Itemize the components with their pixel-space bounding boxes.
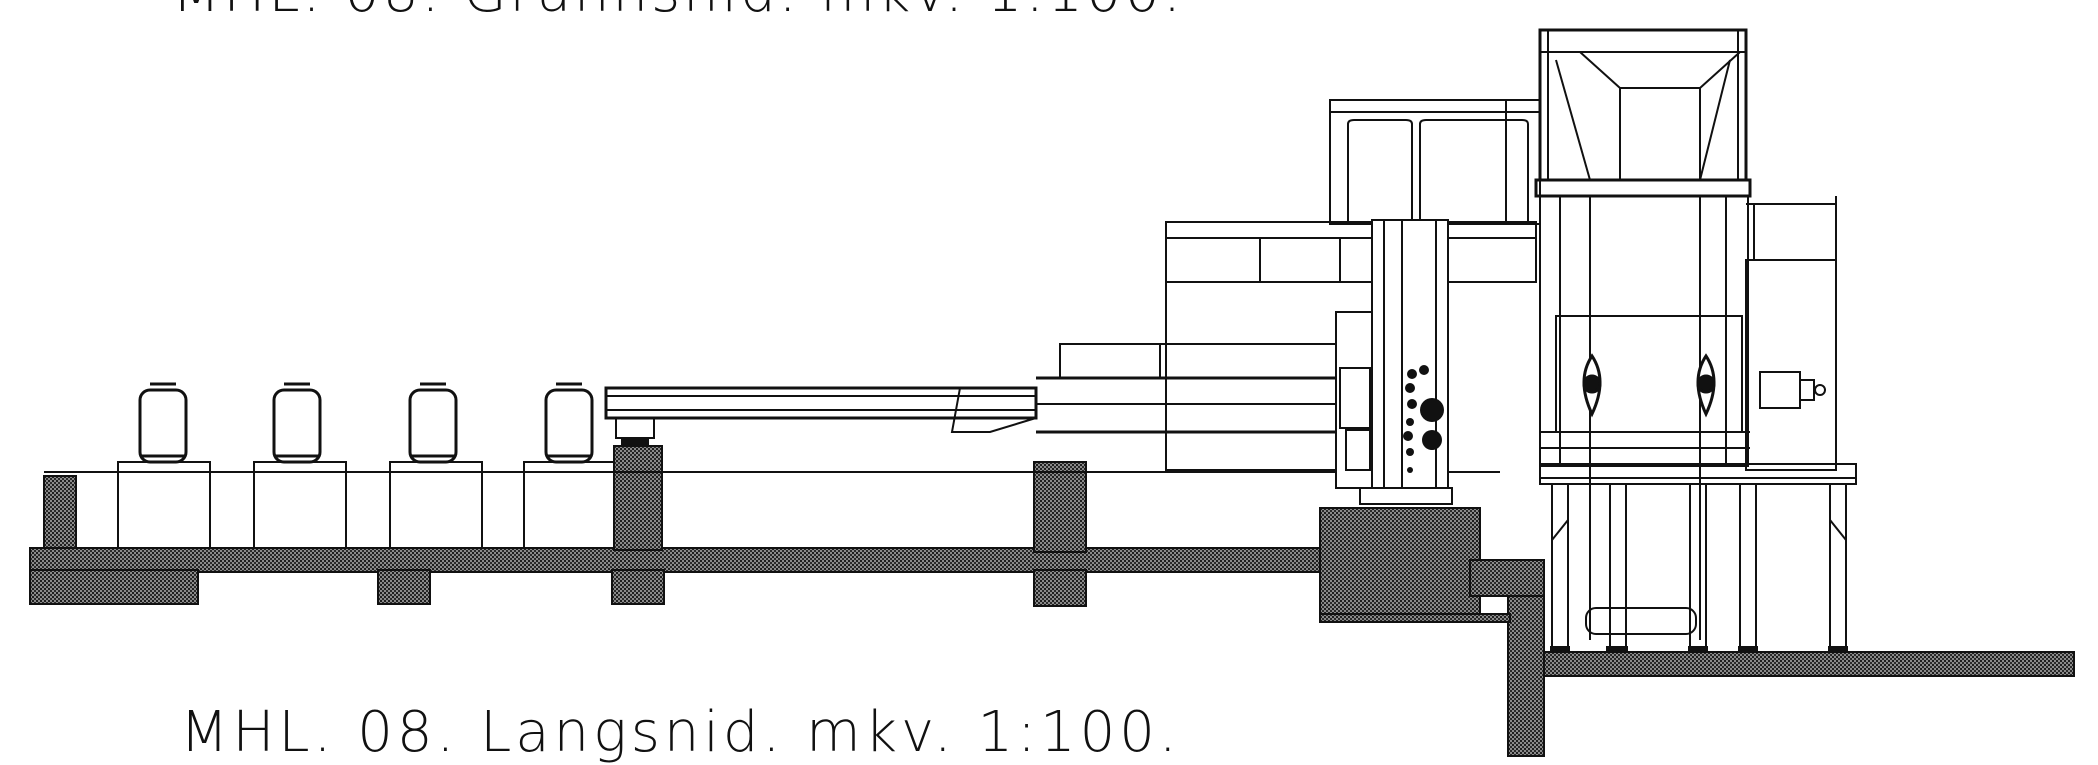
- bottle-1: [138, 382, 188, 464]
- top-caption: MHL. 08. Grunnsnid. mkv. 1:100.: [172, 0, 1184, 25]
- foundation-right-slab: [1543, 651, 2075, 677]
- foundation-pier-right: [1033, 461, 1087, 553]
- plinth-2: [253, 461, 347, 549]
- press-legs: [1550, 483, 1848, 652]
- foundation-step: [1469, 559, 1545, 597]
- foundation-pier-left: [613, 445, 663, 551]
- foundation-footing-3: [611, 569, 665, 605]
- bottle-3: [408, 382, 458, 464]
- foundation-deep-wall: [1507, 589, 1545, 757]
- foundation: [29, 445, 2075, 757]
- bottom-caption: MHL. 08. Langsnid. mkv. 1:100.: [180, 700, 1181, 765]
- floor-plinths: [44, 461, 1500, 549]
- plinth-1: [117, 461, 211, 549]
- foundation-slab: [29, 547, 1331, 573]
- central-column: [1335, 219, 1453, 505]
- foundation-footing-1: [29, 569, 199, 605]
- bottle-4: [544, 382, 594, 464]
- gas-bottles: [138, 382, 594, 464]
- operator-cabin: [1329, 99, 1541, 225]
- horizontal-ram: [604, 343, 1340, 445]
- foundation-block-base: [1319, 613, 1511, 623]
- foundation-press-block: [1319, 507, 1481, 621]
- press-frame: [1534, 28, 1857, 640]
- foundation-footing-2: [377, 569, 431, 605]
- foundation-footing-4: [1033, 569, 1087, 607]
- bottle-2: [272, 382, 322, 464]
- foundation-left-wall: [43, 475, 77, 552]
- press-dies: [1582, 353, 1716, 418]
- plinth-4: [523, 461, 615, 549]
- plinth-3: [389, 461, 483, 549]
- railings: [1165, 100, 1537, 282]
- valve-cluster: [1403, 365, 1444, 473]
